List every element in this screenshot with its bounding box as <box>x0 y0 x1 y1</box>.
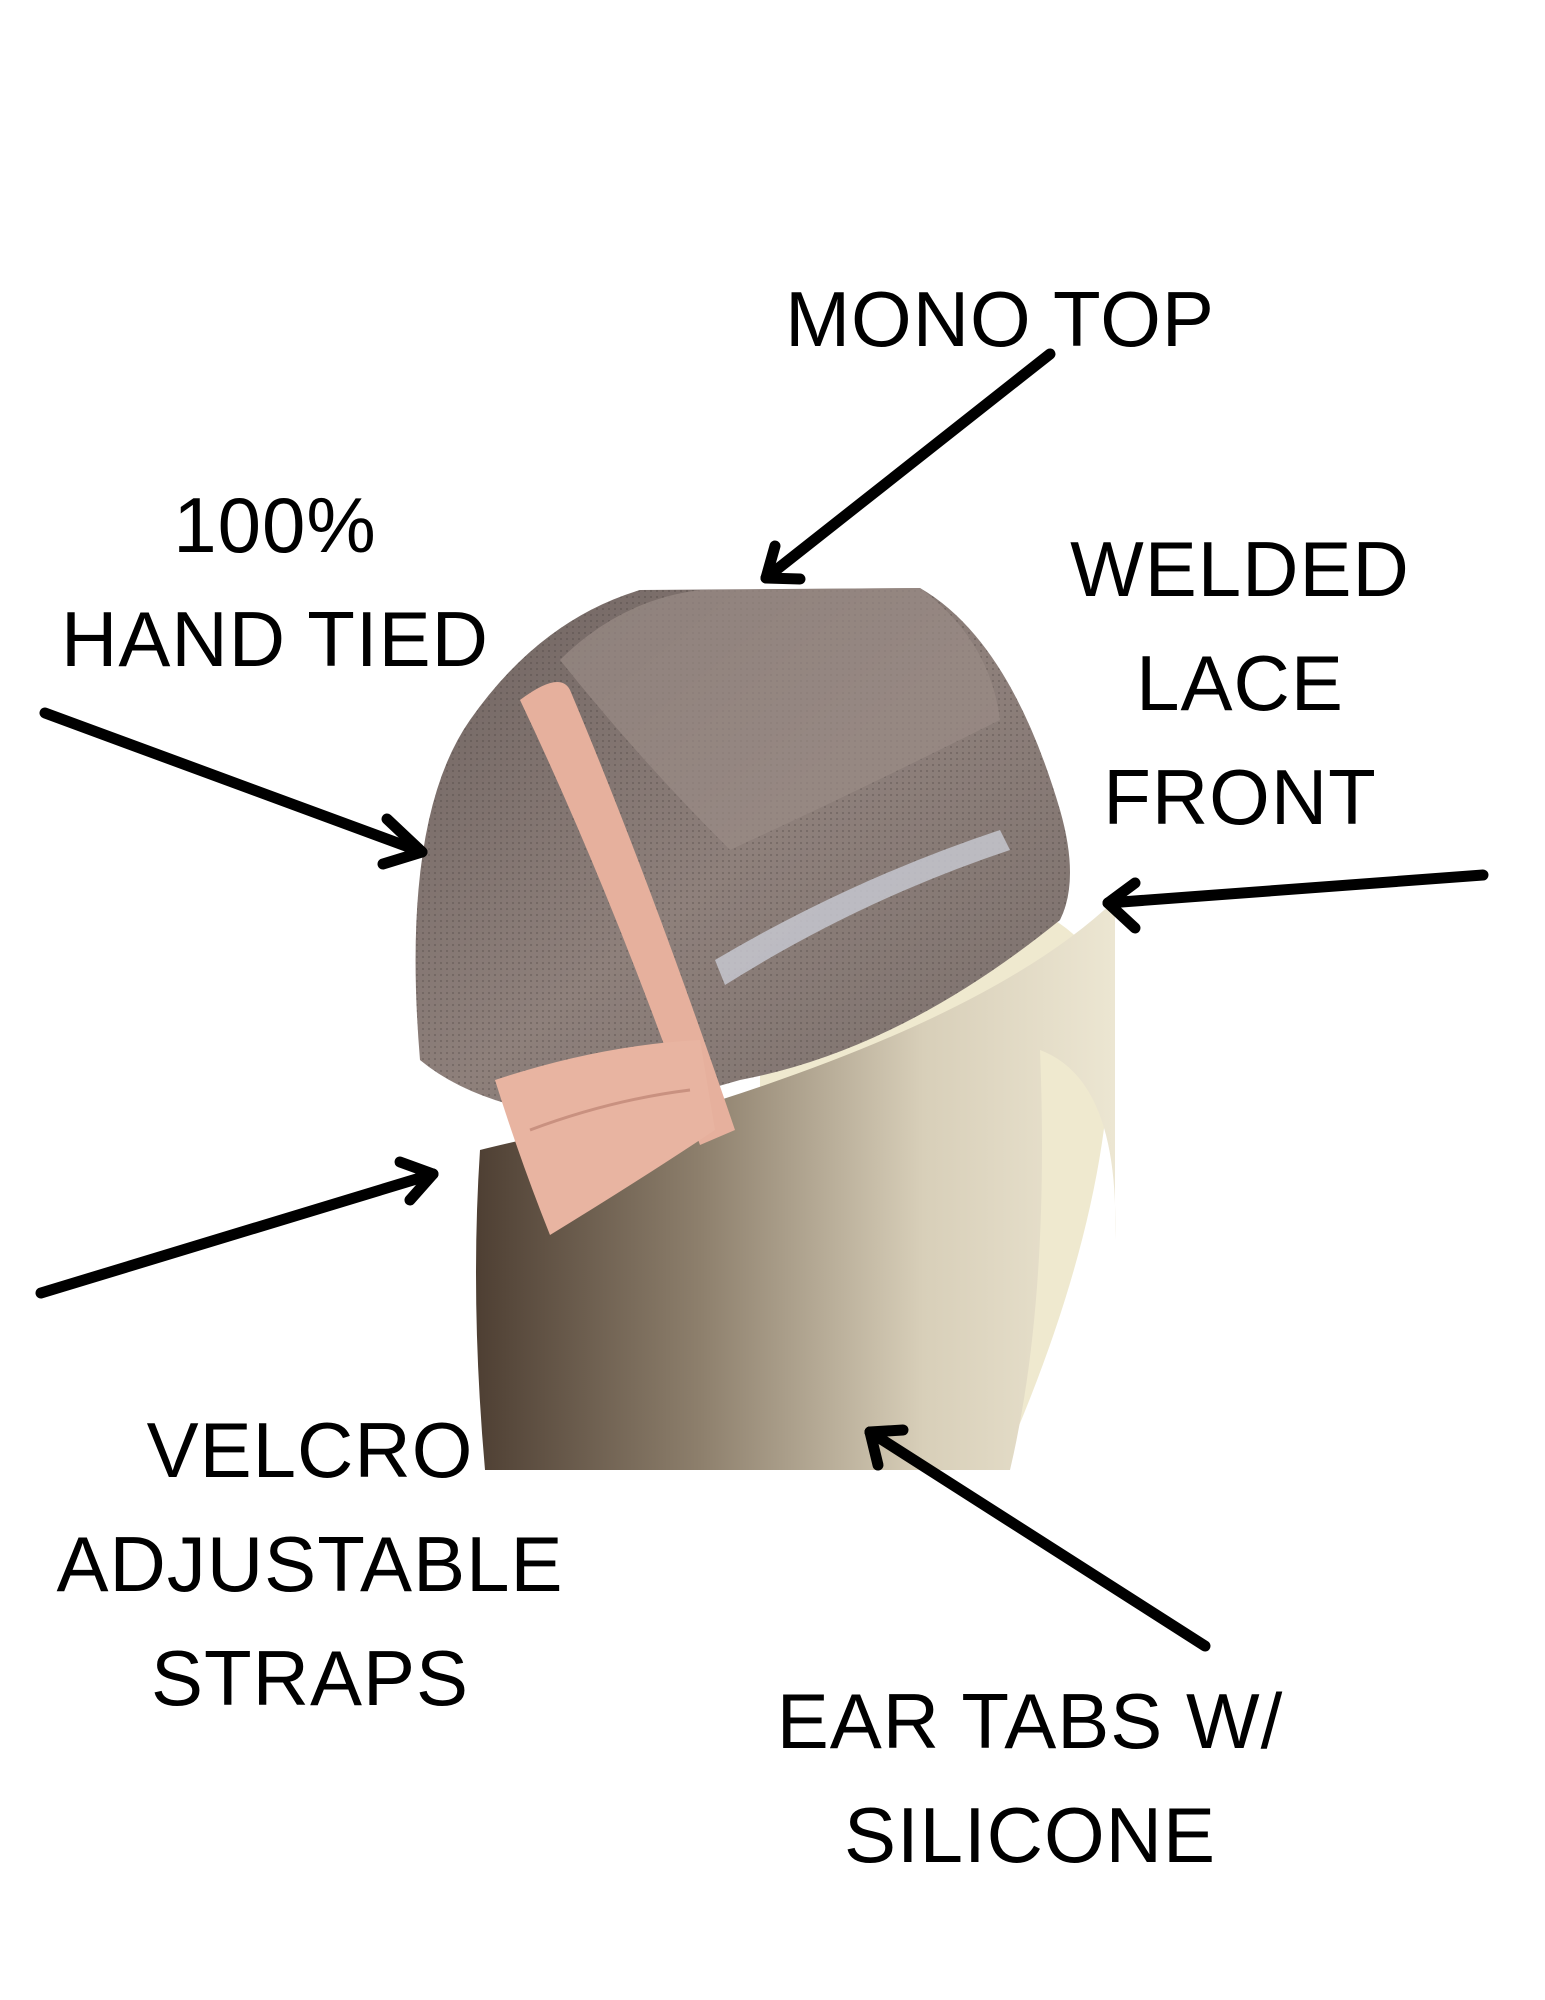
label-velcro-straps: VELCRO ADJUSTABLE STRAPS <box>30 1393 590 1735</box>
binding-tape <box>520 682 735 1145</box>
hair <box>476 900 1116 1470</box>
arrow-hand-tied-icon <box>39 707 428 870</box>
label-ear-tabs: EAR TABS W/ SILICONE <box>750 1664 1310 1892</box>
label-line: HAND TIED <box>61 595 489 683</box>
label-line: 100% <box>173 481 377 569</box>
welded-lace-strip <box>715 830 1010 985</box>
label-line: EAR TABS W/ <box>776 1677 1284 1765</box>
arrow-mono-top-icon <box>760 348 1056 585</box>
label-line: LACE <box>1136 639 1344 727</box>
label-line: VELCRO <box>146 1406 474 1494</box>
arrow-ear-tabs-icon <box>864 1424 1211 1652</box>
arrow-velcro-icon <box>35 1156 439 1299</box>
label-line: STRAPS <box>150 1634 470 1722</box>
label-mono-top: MONO TOP <box>760 262 1240 376</box>
label-line: ADJUSTABLE <box>56 1520 564 1608</box>
label-line: FRONT <box>1103 753 1377 841</box>
label-welded-lace-front: WELDED LACE FRONT <box>1050 512 1430 854</box>
label-hand-tied: 100% HAND TIED <box>40 468 510 696</box>
arrow-welded-lace-icon <box>1102 869 1489 934</box>
velcro-strap <box>495 1040 715 1235</box>
mono-top-panel <box>560 588 1000 850</box>
label-line: MONO TOP <box>785 275 1215 363</box>
label-line: WELDED <box>1070 525 1410 613</box>
label-line: SILICONE <box>843 1791 1217 1879</box>
